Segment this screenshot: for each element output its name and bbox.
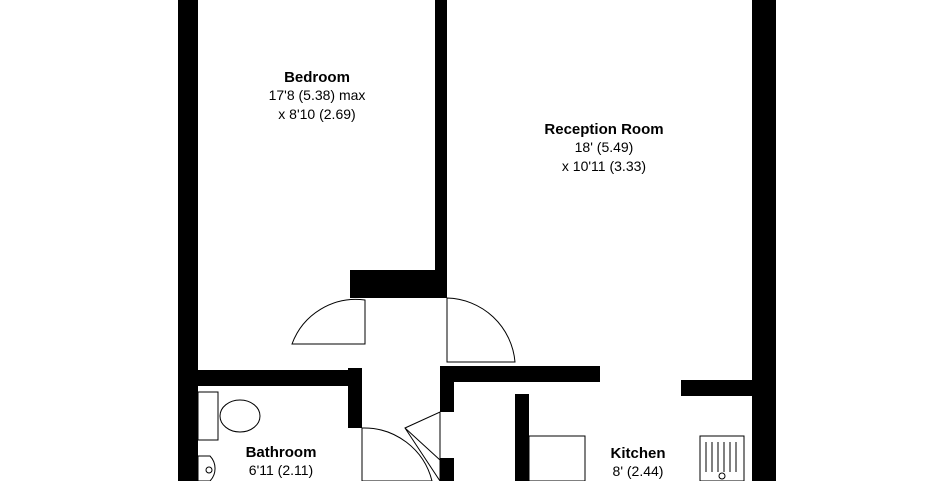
room-dimension: 17'8 (5.38) max: [269, 87, 366, 103]
room-kitchen: Kitchen 8' (2.44): [610, 445, 665, 479]
room-dimension: 6'11 (2.11): [249, 462, 313, 478]
room-bedroom: Bedroom 17'8 (5.38) max x 8'10 (2.69): [269, 69, 366, 122]
kitchen-unit: [528, 435, 586, 481]
basin-icon: [197, 455, 216, 481]
bedroom-door: [291, 298, 366, 345]
wall-kitchen-top-right: [681, 380, 771, 396]
wall-bedroom-right: [435, 0, 447, 298]
room-name: Reception Room: [544, 121, 663, 138]
room-dimension: 8' (2.44): [613, 463, 664, 479]
room-name: Kitchen: [610, 445, 665, 462]
wall-right-outer: [752, 0, 776, 481]
room-dimension: x 10'11 (3.33): [562, 158, 646, 174]
wall-kitchen-top: [440, 366, 600, 382]
room-name: Bathroom: [246, 444, 317, 461]
wall-kitchen-partition: [515, 394, 529, 481]
room-name: Bedroom: [284, 69, 350, 86]
wall-bath-right: [348, 368, 362, 428]
wall-hall-right: [440, 380, 454, 412]
wall-hall-top: [350, 270, 447, 298]
wall-left-outer: [178, 0, 198, 481]
door-swing-icon: [291, 297, 516, 481]
room-bathroom: Bathroom 6'11 (2.11): [246, 444, 317, 478]
reception-door: [446, 297, 516, 363]
room-dimension: x 8'10 (2.69): [278, 106, 355, 122]
room-reception: Reception Room 18' (5.49) x 10'11 (3.33): [544, 121, 663, 174]
kitchen-door: [404, 411, 441, 481]
wall-hall-stub: [440, 458, 454, 481]
room-dimension: 18' (5.49): [575, 139, 634, 155]
sink-icon: [699, 435, 745, 481]
wall-bedroom-bottom: [178, 370, 360, 386]
walls: [178, 0, 776, 481]
toilet-icon: [197, 391, 261, 441]
